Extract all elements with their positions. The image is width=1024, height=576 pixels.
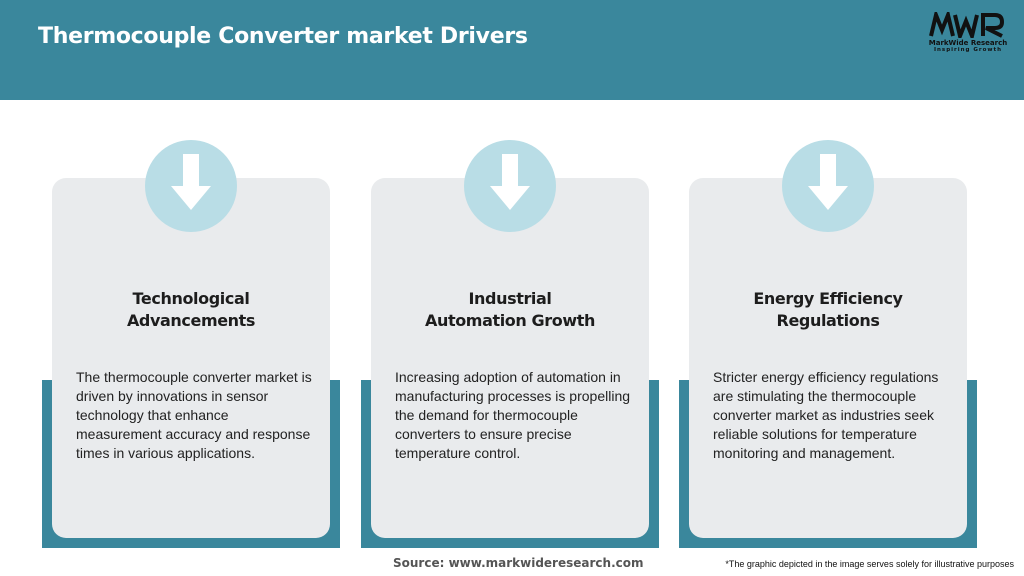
mwr-logo-icon [929,12,1005,38]
card-panel: Energy Efficiency Regulations Stricter e… [689,178,967,538]
markwide-logo: MarkWide Research Inspiring Growth [924,12,1012,60]
arrow-down-icon [808,154,848,210]
driver-card-technological-advancements: Technological Advancements The thermocou… [42,140,340,548]
driver-card-industrial-automation: Industrial Automation Growth Increasing … [361,140,659,548]
card-title: Energy Efficiency Regulations [753,289,903,330]
card-description: Increasing adoption of automation in man… [395,369,631,461]
logo-name: MarkWide Research [928,39,1008,47]
header-banner: Thermocouple Converter market Drivers Ma… [0,0,1024,100]
page-title: Thermocouple Converter market Drivers [38,24,528,49]
arrow-down-icon [490,154,530,210]
card-title: Industrial Automation Growth [424,289,595,330]
driver-card-energy-efficiency: Energy Efficiency Regulations Stricter e… [679,140,977,548]
icon-circle [464,140,556,232]
logo-tagline: Inspiring Growth [933,47,1003,53]
card-panel: Industrial Automation Growth Increasing … [371,178,649,538]
card-title: Technological Advancements [126,289,256,330]
card-panel: Technological Advancements The thermocou… [52,178,330,538]
disclaimer-note: *The graphic depicted in the image serve… [725,559,1014,569]
icon-circle [782,140,874,232]
card-description: The thermocouple converter market is dri… [76,369,312,461]
card-description: Stricter energy efficiency regulations a… [713,369,939,461]
icon-circle [145,140,237,232]
source-credit: Source: www.markwideresearch.com [393,556,644,570]
arrow-down-icon [171,154,211,210]
